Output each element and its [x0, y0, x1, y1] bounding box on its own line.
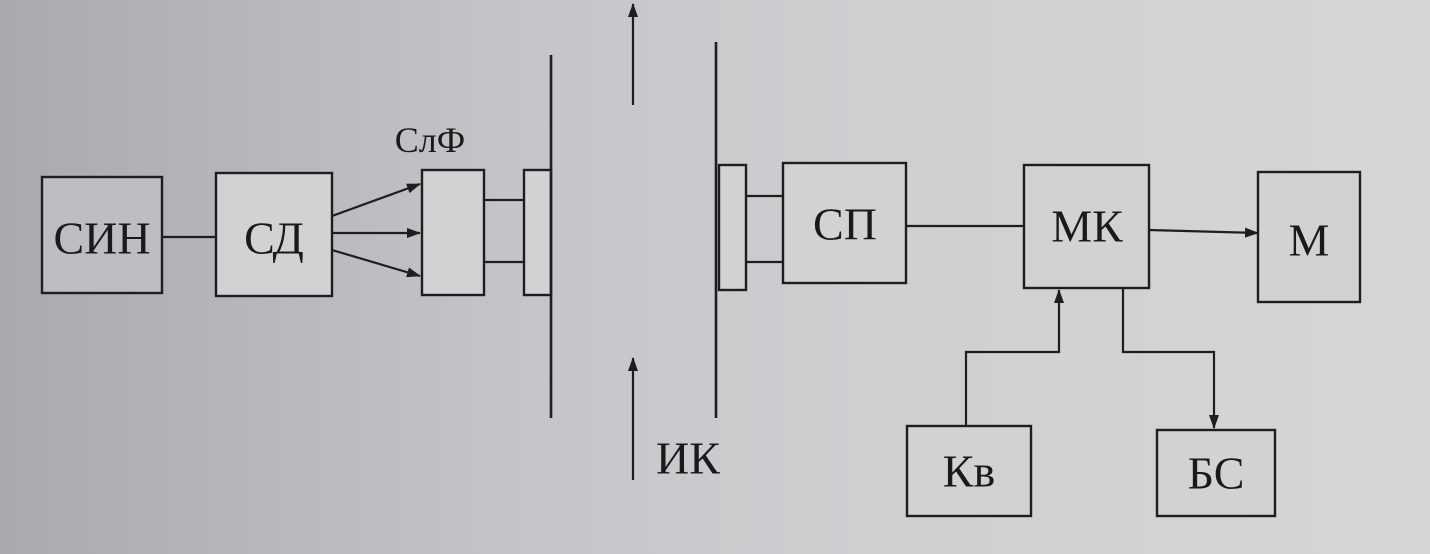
block-sd-label: СД: [244, 213, 304, 264]
arrow-kv-mk: [964, 289, 1064, 426]
block-sp-label: СП: [813, 199, 877, 250]
block-slf-label: СлФ: [395, 120, 465, 160]
block-kv-label: Кв: [943, 446, 995, 497]
block-sin-label: СИН: [53, 213, 150, 264]
ir-label: ИК: [656, 433, 720, 484]
block-bs-label: БС: [1188, 448, 1245, 499]
block-slf: [420, 168, 553, 297]
arrow-sd-slf-3: [331, 248, 421, 278]
block-sp: СП: [717, 161, 908, 292]
block-sin: СИН: [40, 175, 164, 295]
arrow-mk-bs: [1121, 288, 1219, 429]
block-mk-label: МК: [1051, 201, 1123, 252]
block-kv: Кв: [905, 424, 1033, 518]
arrow-sd-slf-1: [331, 182, 421, 218]
block-mk: МК: [1022, 163, 1151, 290]
arrow-mk-m: [1148, 227, 1259, 238]
block-m: М: [1256, 170, 1362, 304]
block-sd: СД: [214, 171, 334, 298]
block-m-label: М: [1289, 215, 1330, 266]
block-bs: БС: [1155, 428, 1277, 518]
